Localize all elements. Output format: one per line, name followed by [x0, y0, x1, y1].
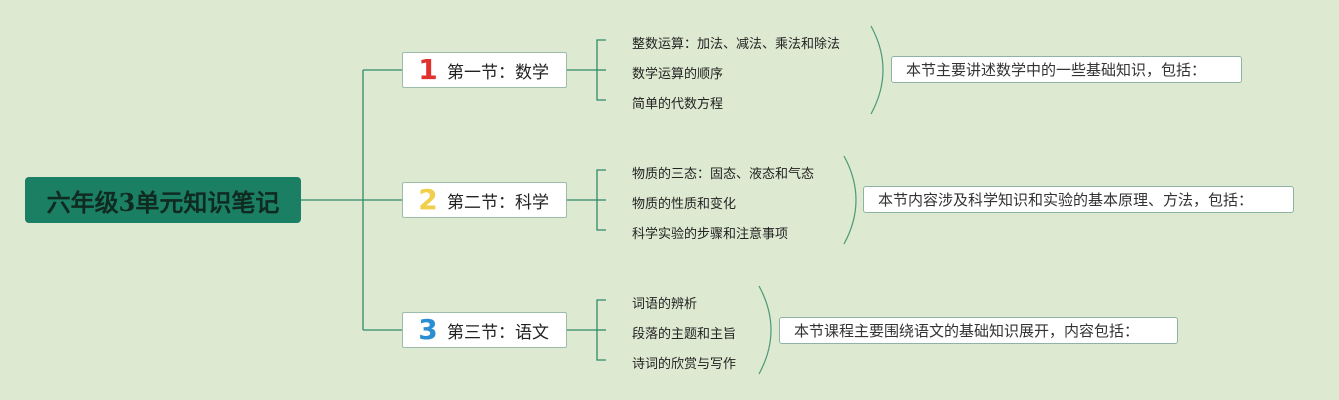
topic-item[interactable]: 诗词的欣赏与写作 — [632, 357, 737, 372]
section-summary[interactable]: 本节课程主要围绕语文的基础知识展开，内容包括： — [779, 317, 1178, 344]
section-number-badge: 3 — [418, 313, 438, 346]
section-summary[interactable]: 本节主要讲述数学中的一些基础知识，包括： — [891, 56, 1242, 83]
summary-text: 本节主要讲述数学中的一些基础知识，包括： — [906, 61, 1207, 79]
section-label: 第一节：数学 — [447, 62, 549, 83]
section-node-science[interactable]: 2 第二节：科学 — [402, 182, 567, 218]
topic-item[interactable]: 段落的主题和主旨 — [632, 327, 737, 342]
summary-text: 本节内容涉及科学知识和实验的基本原理、方法，包括： — [878, 191, 1254, 209]
topic-item[interactable]: 数学运算的顺序 — [632, 67, 724, 82]
topic-item[interactable]: 简单的代数方程 — [632, 97, 724, 112]
topic-item[interactable]: 科学实验的步骤和注意事项 — [632, 227, 789, 242]
section-node-math[interactable]: 1 第一节：数学 — [402, 52, 567, 88]
topic-item[interactable]: 物质的性质和变化 — [632, 197, 737, 212]
summary-text: 本节课程主要围绕语文的基础知识展开，内容包括： — [794, 322, 1140, 340]
topic-item[interactable]: 物质的三态：固态、液态和气态 — [632, 167, 815, 182]
root-node[interactable]: 六年级3单元知识笔记 — [25, 177, 301, 223]
section-summary[interactable]: 本节内容涉及科学知识和实验的基本原理、方法，包括： — [863, 186, 1294, 213]
section-label: 第三节：语文 — [447, 322, 549, 343]
section-number-badge: 2 — [418, 183, 438, 216]
section-node-chinese[interactable]: 3 第三节：语文 — [402, 312, 567, 348]
section-number-badge: 1 — [418, 53, 438, 86]
topic-item[interactable]: 词语的辨析 — [632, 297, 698, 312]
root-title: 六年级3单元知识笔记 — [46, 187, 280, 217]
section-label: 第二节：科学 — [447, 192, 549, 213]
topic-item[interactable]: 整数运算：加法、减法、乘法和除法 — [632, 37, 841, 52]
